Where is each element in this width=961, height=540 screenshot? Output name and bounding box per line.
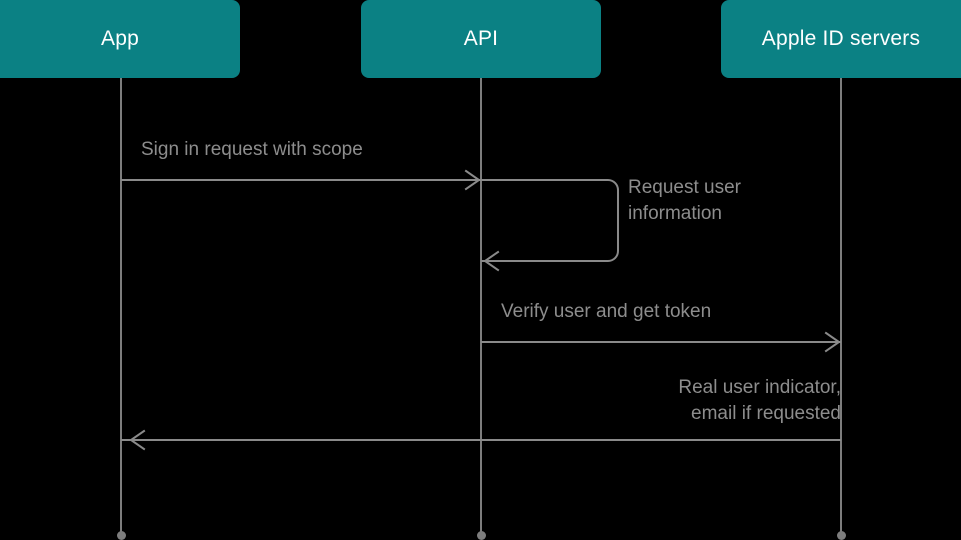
message-line-sign-in-request [121, 179, 481, 181]
message-label-real-user-indicator: Real user indicator, email if requested [678, 377, 841, 424]
message-label-verify-user-and-get-token: Verify user and get token [501, 301, 712, 322]
message-line-verify-user-and-get-token [481, 341, 841, 343]
arrowhead-left-icon [483, 250, 500, 272]
message-label-request-user-information: Request user information [628, 177, 742, 224]
arrowhead-right-icon [464, 169, 481, 191]
lifeline-apple-id-servers [840, 78, 842, 535]
lifeline-app [120, 78, 122, 535]
lifeline-end-dot-api [477, 531, 486, 540]
lifeline-api [480, 78, 482, 535]
message-self-loop-request-user-information [481, 179, 619, 262]
arrowhead-right-icon [824, 331, 841, 353]
lifeline-end-dot-app [117, 531, 126, 540]
participant-api[interactable]: API [361, 0, 601, 78]
arrowhead-left-icon [129, 429, 146, 451]
message-label-sign-in-request: Sign in request with scope [141, 139, 363, 160]
participant-app-label: App [101, 27, 139, 50]
participant-app[interactable]: App [0, 0, 240, 78]
message-line-real-user-indicator [121, 439, 841, 441]
participant-apple-id-servers[interactable]: Apple ID servers [721, 0, 961, 78]
participant-apple-id-servers-label: Apple ID servers [761, 27, 921, 50]
lifeline-end-dot-apple-id-servers [837, 531, 846, 540]
participant-api-label: API [463, 27, 499, 50]
